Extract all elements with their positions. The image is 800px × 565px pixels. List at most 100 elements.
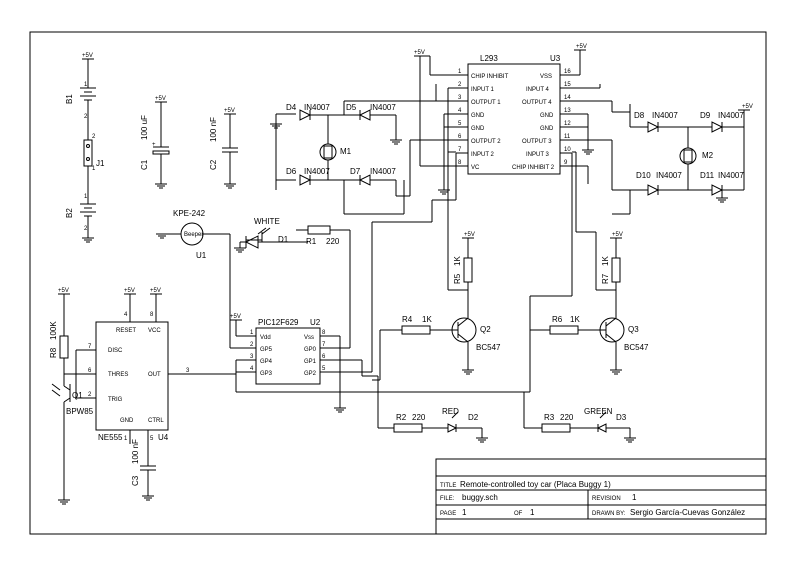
r7-ref: R7 [601,273,610,284]
beeper-u1: KPE-242 Beeper U1 [155,209,248,349]
r5-value: 1K [453,256,462,266]
d3-ref: D3 [616,413,627,422]
u3-pin-6: OUTPUT 2 [471,139,501,145]
pin-number: 4 [250,366,254,372]
pin-number: 2 [88,392,92,398]
resistor-r5: +5V R5 1K [447,151,475,300]
u3-pin-1: CHIP INHIBIT [471,74,509,80]
d10-ref: D10 [636,171,651,180]
u3-pin-12: GND [540,126,554,132]
vcc-label: +5V [742,104,753,110]
drawn-label: DRAWN BY: [592,511,626,517]
capacitor-c2: +5V C2 100 nF [209,108,238,189]
d7-ref: D7 [350,167,361,176]
u3-pin-16: VSS [540,74,552,80]
d8-value: IN4007 [652,111,678,120]
u4-pin-reset: RESET [116,328,136,334]
u3-pin-8: VC [471,165,480,171]
led-d2: RED D2 [442,407,489,443]
r8-ref: R8 [49,347,58,358]
pin-number: 6 [458,134,462,140]
svg-text:1: 1 [84,82,88,88]
battery-b2: 1 2 B2 [65,182,96,243]
vcc-label: +5V [464,232,475,238]
of-label: OF [514,511,523,517]
u4-pin-ctrl: CTRL [148,418,164,424]
u2-pin-gp2: GP2 [304,371,317,377]
u2-pin-gp5: GP5 [260,347,273,353]
resistor-r7: +5V R7 1K [572,151,623,300]
pin-number: 7 [88,344,92,350]
d3-value: GREEN [584,407,613,416]
page-label: PAGE [440,511,456,517]
r6-ref: R6 [552,315,563,324]
pin-number: 3 [250,354,254,360]
led-d1: WHITE D1 [233,217,308,253]
of-value: 1 [530,508,535,517]
revision-value: 1 [632,493,637,502]
u3-ref: U3 [550,54,561,63]
revision-label: REVISION [592,496,621,502]
pin-number: 8 [150,312,154,318]
pin-number: 11 [564,134,571,140]
d7-value: IN4007 [370,167,396,176]
q2-ref: Q2 [480,325,491,334]
u3-pin-15: INPUT 4 [526,87,550,93]
d11-value: IN4007 [718,171,744,180]
pin-number: 4 [124,312,128,318]
svg-text:2: 2 [92,134,96,140]
d1-ref: D1 [278,235,289,244]
pin-number: 12 [564,121,571,127]
u3-pin-7: INPUT 2 [471,152,495,158]
c3-value: 100 nF [131,439,140,464]
d5-value: IN4007 [370,103,396,112]
r8-value: 100K [49,321,58,340]
u2-pin-vss: Vss [304,335,314,341]
pin-number: 15 [564,82,571,88]
q1-value: BPW85 [66,407,94,416]
r5-ref: R5 [453,273,462,284]
u3-pin-11: OUTPUT 3 [522,139,552,145]
d10-value: IN4007 [656,171,682,180]
b1-ref: B1 [65,94,74,104]
u1-body: Beeper [184,232,203,238]
u4-pin-thres: THRES [108,372,128,378]
r4-value: 1K [422,315,432,324]
u3-part: L293 [480,54,498,63]
mcu-u2: PIC12F629 U2 Vdd GP5 GP4 GP3 Vss GP0 GP1… [230,221,530,428]
u2-pin-gp1: GP1 [304,359,317,365]
d9-value: IN4007 [718,111,744,120]
pin-number: 1 [458,69,462,75]
pin-number: 5 [150,436,154,442]
resistor-r8: +5V R8 100K [49,288,70,380]
c2-value: 100 nF [209,117,218,142]
pin-number: 2 [250,342,254,348]
pin-number: 7 [322,342,326,348]
pin-number: 16 [564,69,571,75]
d2-value: RED [442,407,459,416]
vcc-label: +5V [230,314,241,320]
pin-number: 5 [322,366,326,372]
u2-pin-gp0: GP0 [304,347,317,353]
timer-u4: NE555 U4 RESET VCC DISC THRES TRIG OUT G… [64,288,236,501]
page-value: 1 [462,508,467,517]
phototransistor-q1: Q1 BPW85 [51,380,94,505]
d8-ref: D8 [634,111,645,120]
d1-value: WHITE [254,217,280,226]
d6-value: IN4007 [304,167,330,176]
c1-ref: C1 [140,159,149,170]
title-text: Remote-controlled toy car (Placa Buggy 1… [460,480,611,489]
u3-pin-4: GND [471,113,485,119]
u4-pin-gnd: GND [120,418,134,424]
q3-value: BC547 [624,343,649,352]
m2-ref: M2 [702,151,714,160]
u4-pin-out: OUT [148,372,161,378]
pin-number: 4 [458,108,462,114]
u4-pin-vcc: VCC [148,328,161,334]
r3-ref: R3 [544,413,555,422]
u2-pin-vdd: Vdd [260,335,271,341]
vcc-label: +5V [150,288,161,294]
j1-ref: J1 [96,159,105,168]
pin-number: 13 [564,108,571,114]
svg-text:1: 1 [84,194,88,200]
